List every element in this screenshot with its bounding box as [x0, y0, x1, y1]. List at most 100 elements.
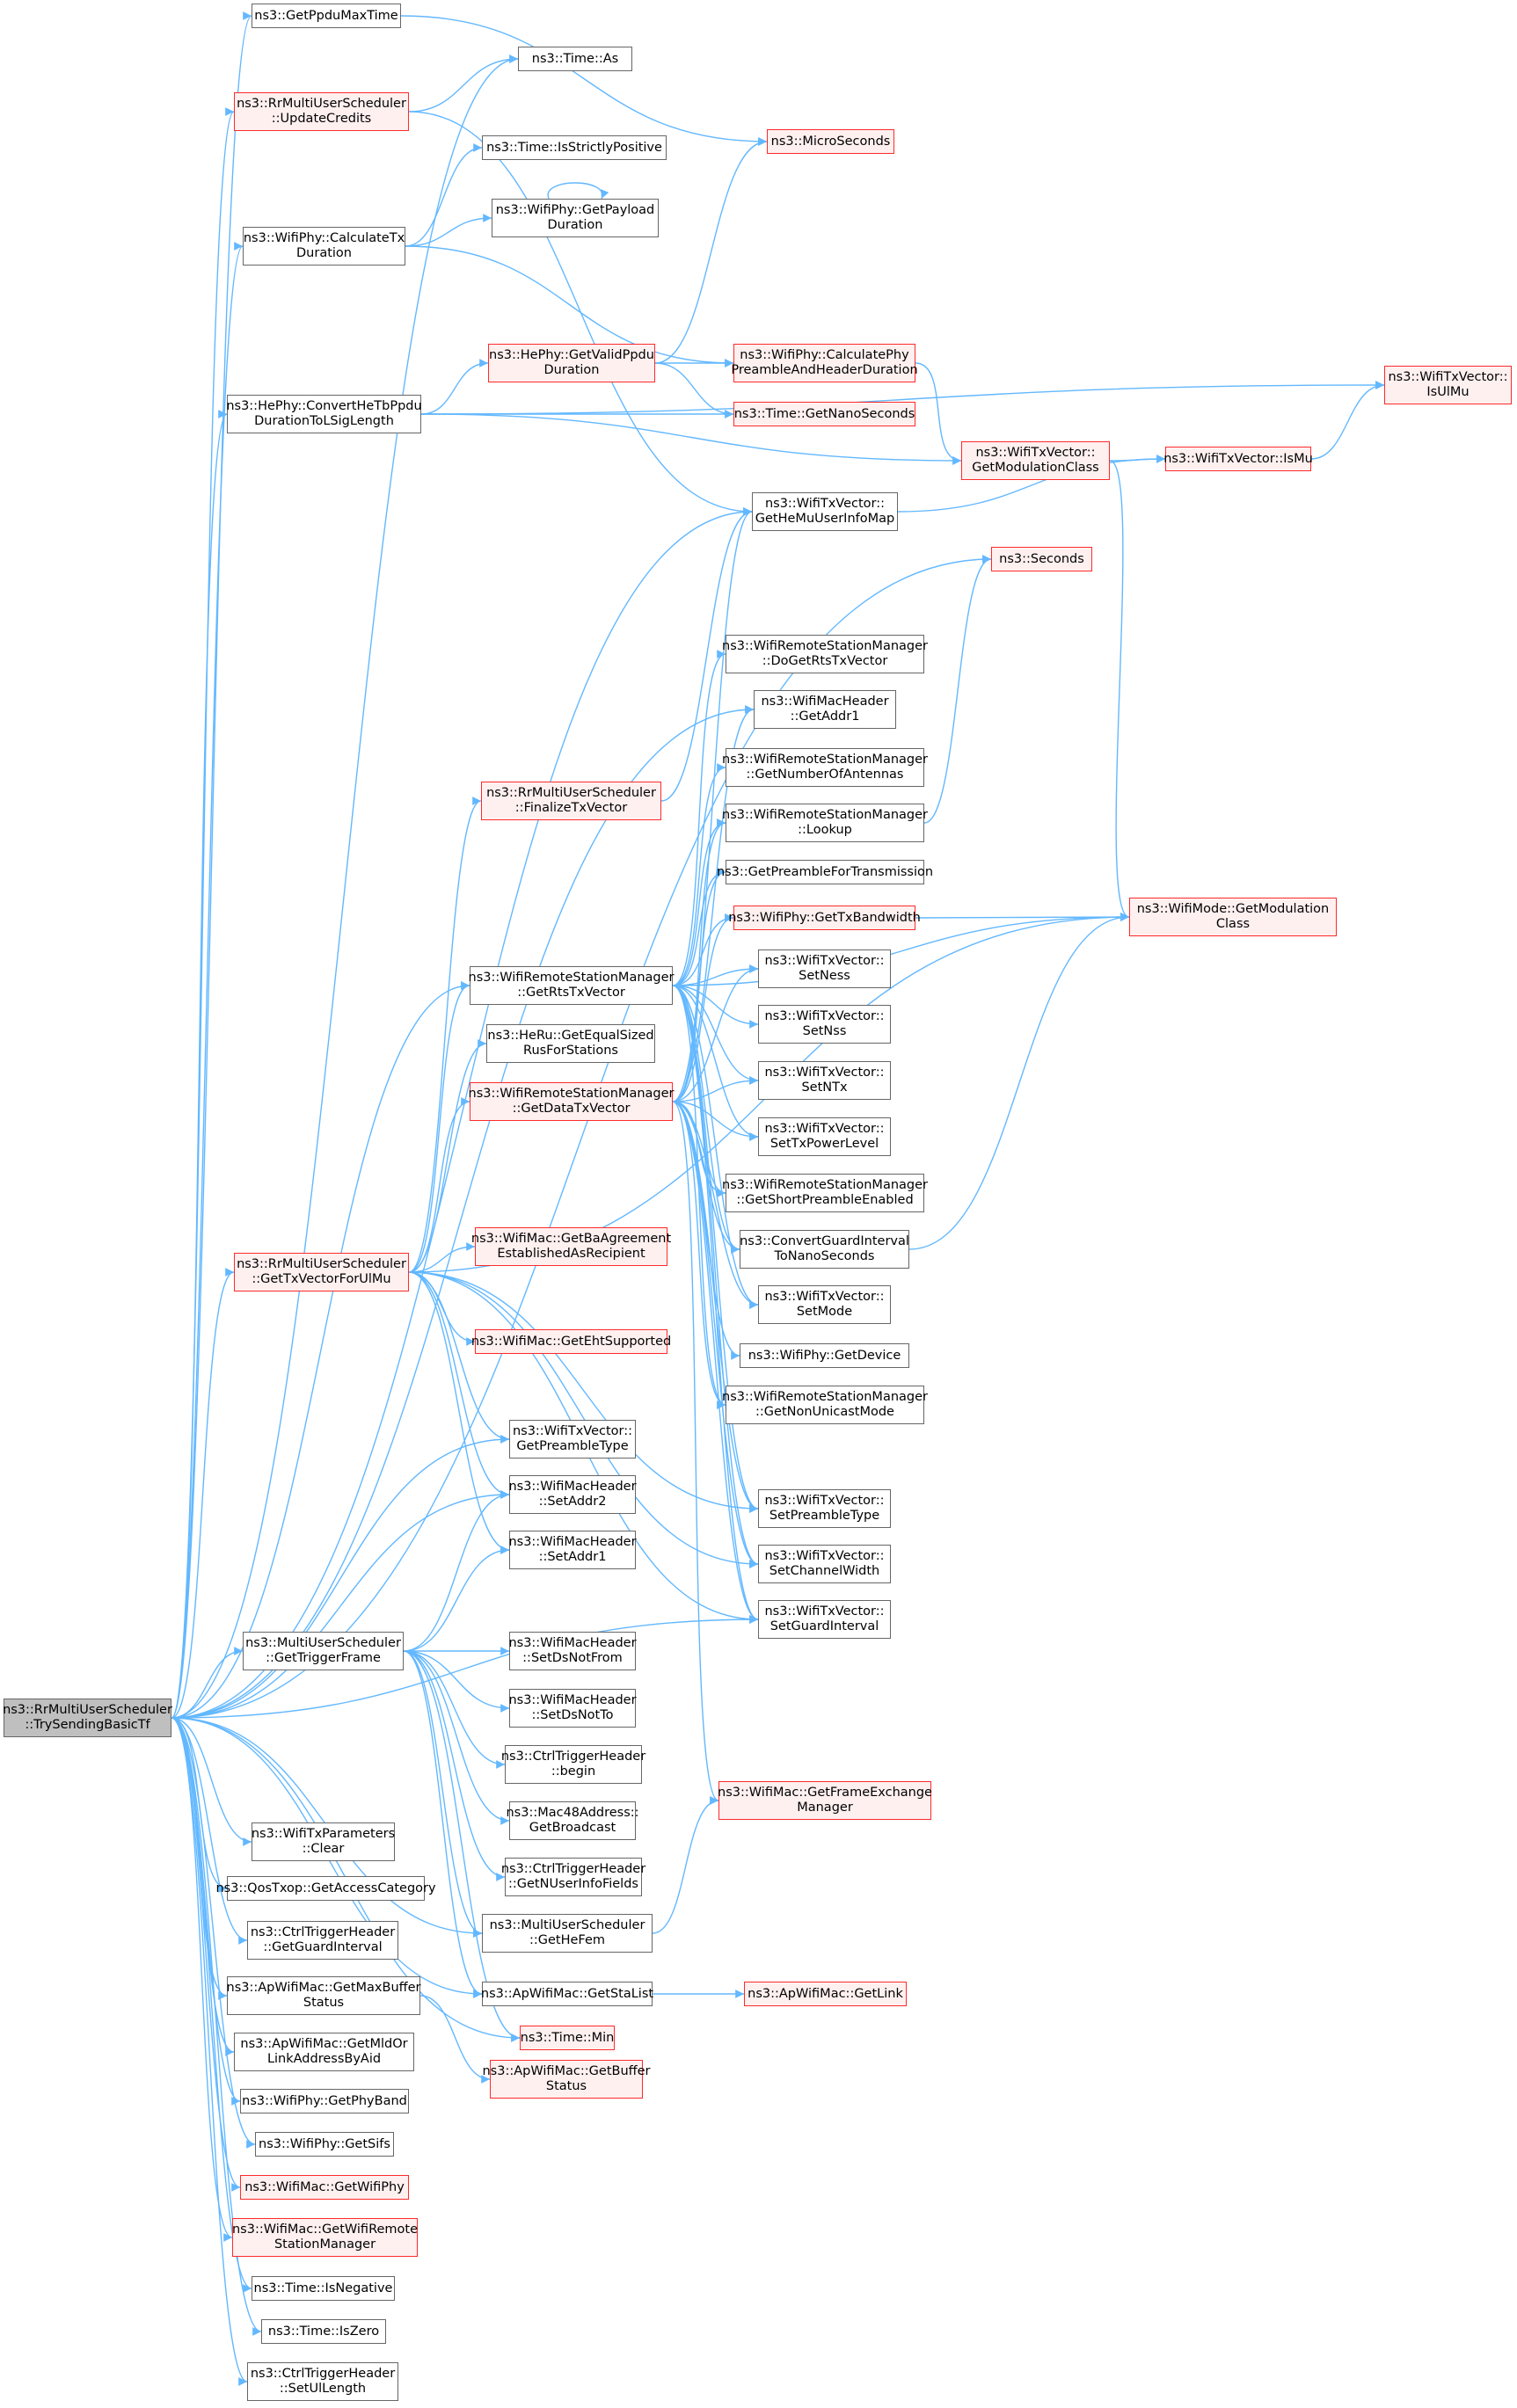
edge-105 [403, 1650, 483, 1938]
node-calctxduration[interactable]: ns3::WifiPhy::CalculateTx Duration [243, 227, 405, 266]
node-getvalidppdu[interactable]: ns3::HePhy::GetValidPpdu Duration [488, 344, 655, 382]
edge-47 [923, 555, 992, 824]
node-ctrltrigger-begin[interactable]: ns3::CtrlTriggerHeader ::begin [501, 1745, 645, 1784]
node-setness[interactable]: ns3::WifiTxVector:: SetNess [758, 949, 891, 988]
node-getaccesscategory[interactable]: ns3::QosTxop::GetAccessCategory [215, 1876, 436, 1901]
node-updatecredits[interactable]: ns3::RrMultiUserScheduler ::UpdateCredit… [234, 92, 409, 131]
node-getnonunicastmode[interactable]: ns3::WifiRemoteStationManager ::GetNonUn… [722, 1386, 928, 1424]
node-time-iszero[interactable]: ns3::Time::IsZero [261, 2319, 386, 2344]
node-getlink[interactable]: ns3::ApWifiMac::GetLink [744, 1982, 907, 2006]
edge-42 [915, 362, 962, 465]
node-lookup[interactable]: ns3::WifiRemoteStationManager ::Lookup [722, 804, 928, 842]
node-getdevice[interactable]: ns3::WifiPhy::GetDevice [740, 1343, 909, 1368]
node-getpreamblefortx[interactable]: ns3::GetPreambleForTransmission [717, 860, 933, 884]
node-setchannelwidth[interactable]: ns3::WifiTxVector:: SetChannelWidth [758, 1545, 891, 1583]
node-time-min[interactable]: ns3::Time::Min [520, 2026, 615, 2050]
node-root-trysendingbasictf[interactable]: ns3::RrMultiUserScheduler ::TrySendingBa… [3, 1699, 172, 1737]
node-microseconds[interactable]: ns3::MicroSeconds [767, 129, 894, 154]
edge-39 [654, 137, 768, 364]
node-getmaxbufferstatus[interactable]: ns3::ApWifiMac::GetMaxBuffer Status [227, 1976, 421, 2015]
edge-59 [672, 985, 759, 1141]
edge-50 [660, 507, 753, 802]
node-getwifiphy[interactable]: ns3::WifiMac::GetWifiPhy [240, 2175, 409, 2200]
node-convertheTb[interactable]: ns3::HePhy::ConvertHeTbPpdu DurationToLS… [226, 395, 422, 433]
node-ismu[interactable]: ns3::WifiTxVector::IsMu [1163, 447, 1313, 471]
node-getsifs[interactable]: ns3::WifiPhy::GetSifs [255, 2132, 394, 2157]
edge-44 [1109, 460, 1130, 921]
edge-71 [672, 913, 734, 1102]
node-getaddr1[interactable]: ns3::WifiMacHeader ::GetAddr1 [754, 690, 896, 729]
node-convertguardinterval[interactable]: ns3::ConvertGuardInterval ToNanoSeconds [740, 1230, 909, 1269]
node-finalizetxvector[interactable]: ns3::RrMultiUserScheduler ::FinalizeTxVe… [481, 782, 661, 820]
node-gethefem[interactable]: ns3::MultiUserScheduler ::GetHeFem [482, 1914, 653, 1953]
node-getrtstxvector[interactable]: ns3::WifiRemoteStationManager ::GetRtsTx… [469, 966, 675, 1005]
node-getmldorlinkaddress[interactable]: ns3::ApWifiMac::GetMldOr LinkAddressByAi… [234, 2033, 414, 2071]
node-getpayloadduration[interactable]: ns3::WifiPhy::GetPayload Duration [492, 199, 659, 237]
node-setullength[interactable]: ns3::CtrlTriggerHeader ::SetUlLength [247, 2362, 398, 2401]
node-isstrictlypositive[interactable]: ns3::Time::IsStrictlyPositive [482, 135, 667, 160]
node-gethemuuserinfomap[interactable]: ns3::WifiTxVector:: GetHeMuUserInfoMap [752, 492, 898, 531]
node-getnumberofantennas[interactable]: ns3::WifiRemoteStationManager ::GetNumbe… [722, 748, 928, 787]
edge-13 [171, 1647, 244, 1719]
node-isulmu[interactable]: ns3::WifiTxVector:: IsUlMu [1384, 366, 1512, 404]
edge-4 [171, 410, 228, 1719]
edge-24 [171, 1717, 262, 2336]
node-txparams-clear[interactable]: ns3::WifiTxParameters ::Clear [252, 1822, 395, 1861]
edge-35 [420, 359, 489, 415]
node-setdsnotfrom[interactable]: ns3::WifiMacHeader ::SetDsNotFrom [508, 1632, 637, 1670]
node-getdatatxvector[interactable]: ns3::WifiRemoteStationManager ::GetDataT… [469, 1082, 675, 1121]
node-getbroadcast[interactable]: ns3::Mac48Address:: GetBroadcast [506, 1801, 639, 1840]
edge-69 [672, 818, 726, 1102]
node-setntx[interactable]: ns3::WifiTxVector:: SetNTx [758, 1061, 891, 1100]
node-getbaagreement[interactable]: ns3::WifiMac::GetBaAgreement Established… [471, 1227, 671, 1266]
node-getmodclass-mode[interactable]: ns3::WifiMode::GetModulation Class [1129, 898, 1337, 936]
node-getframeexchange[interactable]: ns3::WifiMac::GetFrameExchange Manager [718, 1781, 932, 1820]
edge-80 [672, 1101, 759, 1513]
node-time-as[interactable]: ns3::Time::As [518, 47, 632, 71]
edge-82 [672, 1101, 759, 1624]
edge-30 [408, 55, 519, 113]
edge-22 [171, 1717, 233, 2242]
node-getnuserinfofields[interactable]: ns3::CtrlTriggerHeader ::GetNUserInfoFie… [501, 1858, 645, 1896]
edge-104 [403, 1650, 506, 1881]
node-getppdumaxtime[interactable]: ns3::GetPpduMaxTime [252, 4, 401, 28]
node-dogetrtstxvector[interactable]: ns3::WifiRemoteStationManager ::DoGetRts… [722, 635, 928, 673]
node-setpreambletype[interactable]: ns3::WifiTxVector:: SetPreambleType [758, 1489, 891, 1528]
edge-62 [672, 985, 759, 1309]
node-getmodclass-tx[interactable]: ns3::WifiTxVector:: GetModulationClass [961, 441, 1110, 480]
edge-34 [405, 245, 734, 367]
node-getpreambletype[interactable]: ns3::WifiTxVector:: GetPreambleType [509, 1420, 636, 1459]
node-getstalist[interactable]: ns3::ApWifiMac::GetStaList [481, 1982, 653, 2006]
node-getphyband[interactable]: ns3::WifiPhy::GetPhyBand [240, 2089, 409, 2113]
node-settxpowerlevel[interactable]: ns3::WifiTxVector:: SetTxPowerLevel [758, 1117, 891, 1156]
node-getehtsupported[interactable]: ns3::WifiMac::GetEhtSupported [471, 1329, 671, 1354]
node-setdsnotto[interactable]: ns3::WifiMacHeader ::SetDsNotTo [508, 1689, 637, 1728]
edge-61 [672, 985, 740, 1254]
node-getwifiremotestationmanager[interactable]: ns3::WifiMac::GetWifiRemote StationManag… [232, 2218, 418, 2257]
node-getequalsizedrus[interactable]: ns3::HeRu::GetEqualSized RusForStations [486, 1024, 655, 1063]
edge-86 [408, 981, 470, 1273]
node-setnss[interactable]: ns3::WifiTxVector:: SetNss [758, 1005, 891, 1044]
node-getshortpreamble[interactable]: ns3::WifiRemoteStationManager ::GetShort… [722, 1174, 928, 1212]
node-getbufferstatus[interactable]: ns3::ApWifiMac::GetBuffer Status [482, 2060, 651, 2099]
edge-85 [408, 797, 482, 1273]
edge-46 [897, 455, 1166, 513]
node-getguardinterval[interactable]: ns3::CtrlTriggerHeader ::GetGuardInterva… [247, 1921, 398, 1960]
node-setaddr1[interactable]: ns3::WifiMacHeader ::SetAddr1 [508, 1531, 637, 1569]
edge-102 [403, 1650, 506, 1769]
node-gettxvectorforulmu[interactable]: ns3::RrMultiUserScheduler ::GetTxVectorF… [234, 1253, 409, 1291]
edge-49 [908, 913, 1130, 1250]
node-gettxbandwidth[interactable]: ns3::WifiPhy::GetTxBandwidth [728, 906, 921, 930]
edge-67 [672, 913, 1130, 986]
node-time-isnegative[interactable]: ns3::Time::IsNegative [252, 2276, 395, 2301]
edge-23 [171, 1717, 252, 2293]
node-setaddr2[interactable]: ns3::WifiMacHeader ::SetAddr2 [508, 1475, 637, 1514]
edge-7 [171, 705, 755, 1719]
node-getnanoseconds[interactable]: ns3::Time::GetNanoSeconds [733, 402, 915, 426]
node-calcphypreamble[interactable]: ns3::WifiPhy::CalculatePhy PreambleAndHe… [731, 344, 918, 382]
edge-92 [408, 1271, 510, 1499]
node-seconds[interactable]: ns3::Seconds [991, 547, 1092, 571]
node-setguardinterval[interactable]: ns3::WifiTxVector:: SetGuardInterval [758, 1600, 891, 1639]
node-setmode[interactable]: ns3::WifiTxVector:: SetMode [758, 1285, 891, 1324]
node-gettriggerframe[interactable]: ns3::MultiUserScheduler ::GetTriggerFram… [243, 1632, 404, 1670]
